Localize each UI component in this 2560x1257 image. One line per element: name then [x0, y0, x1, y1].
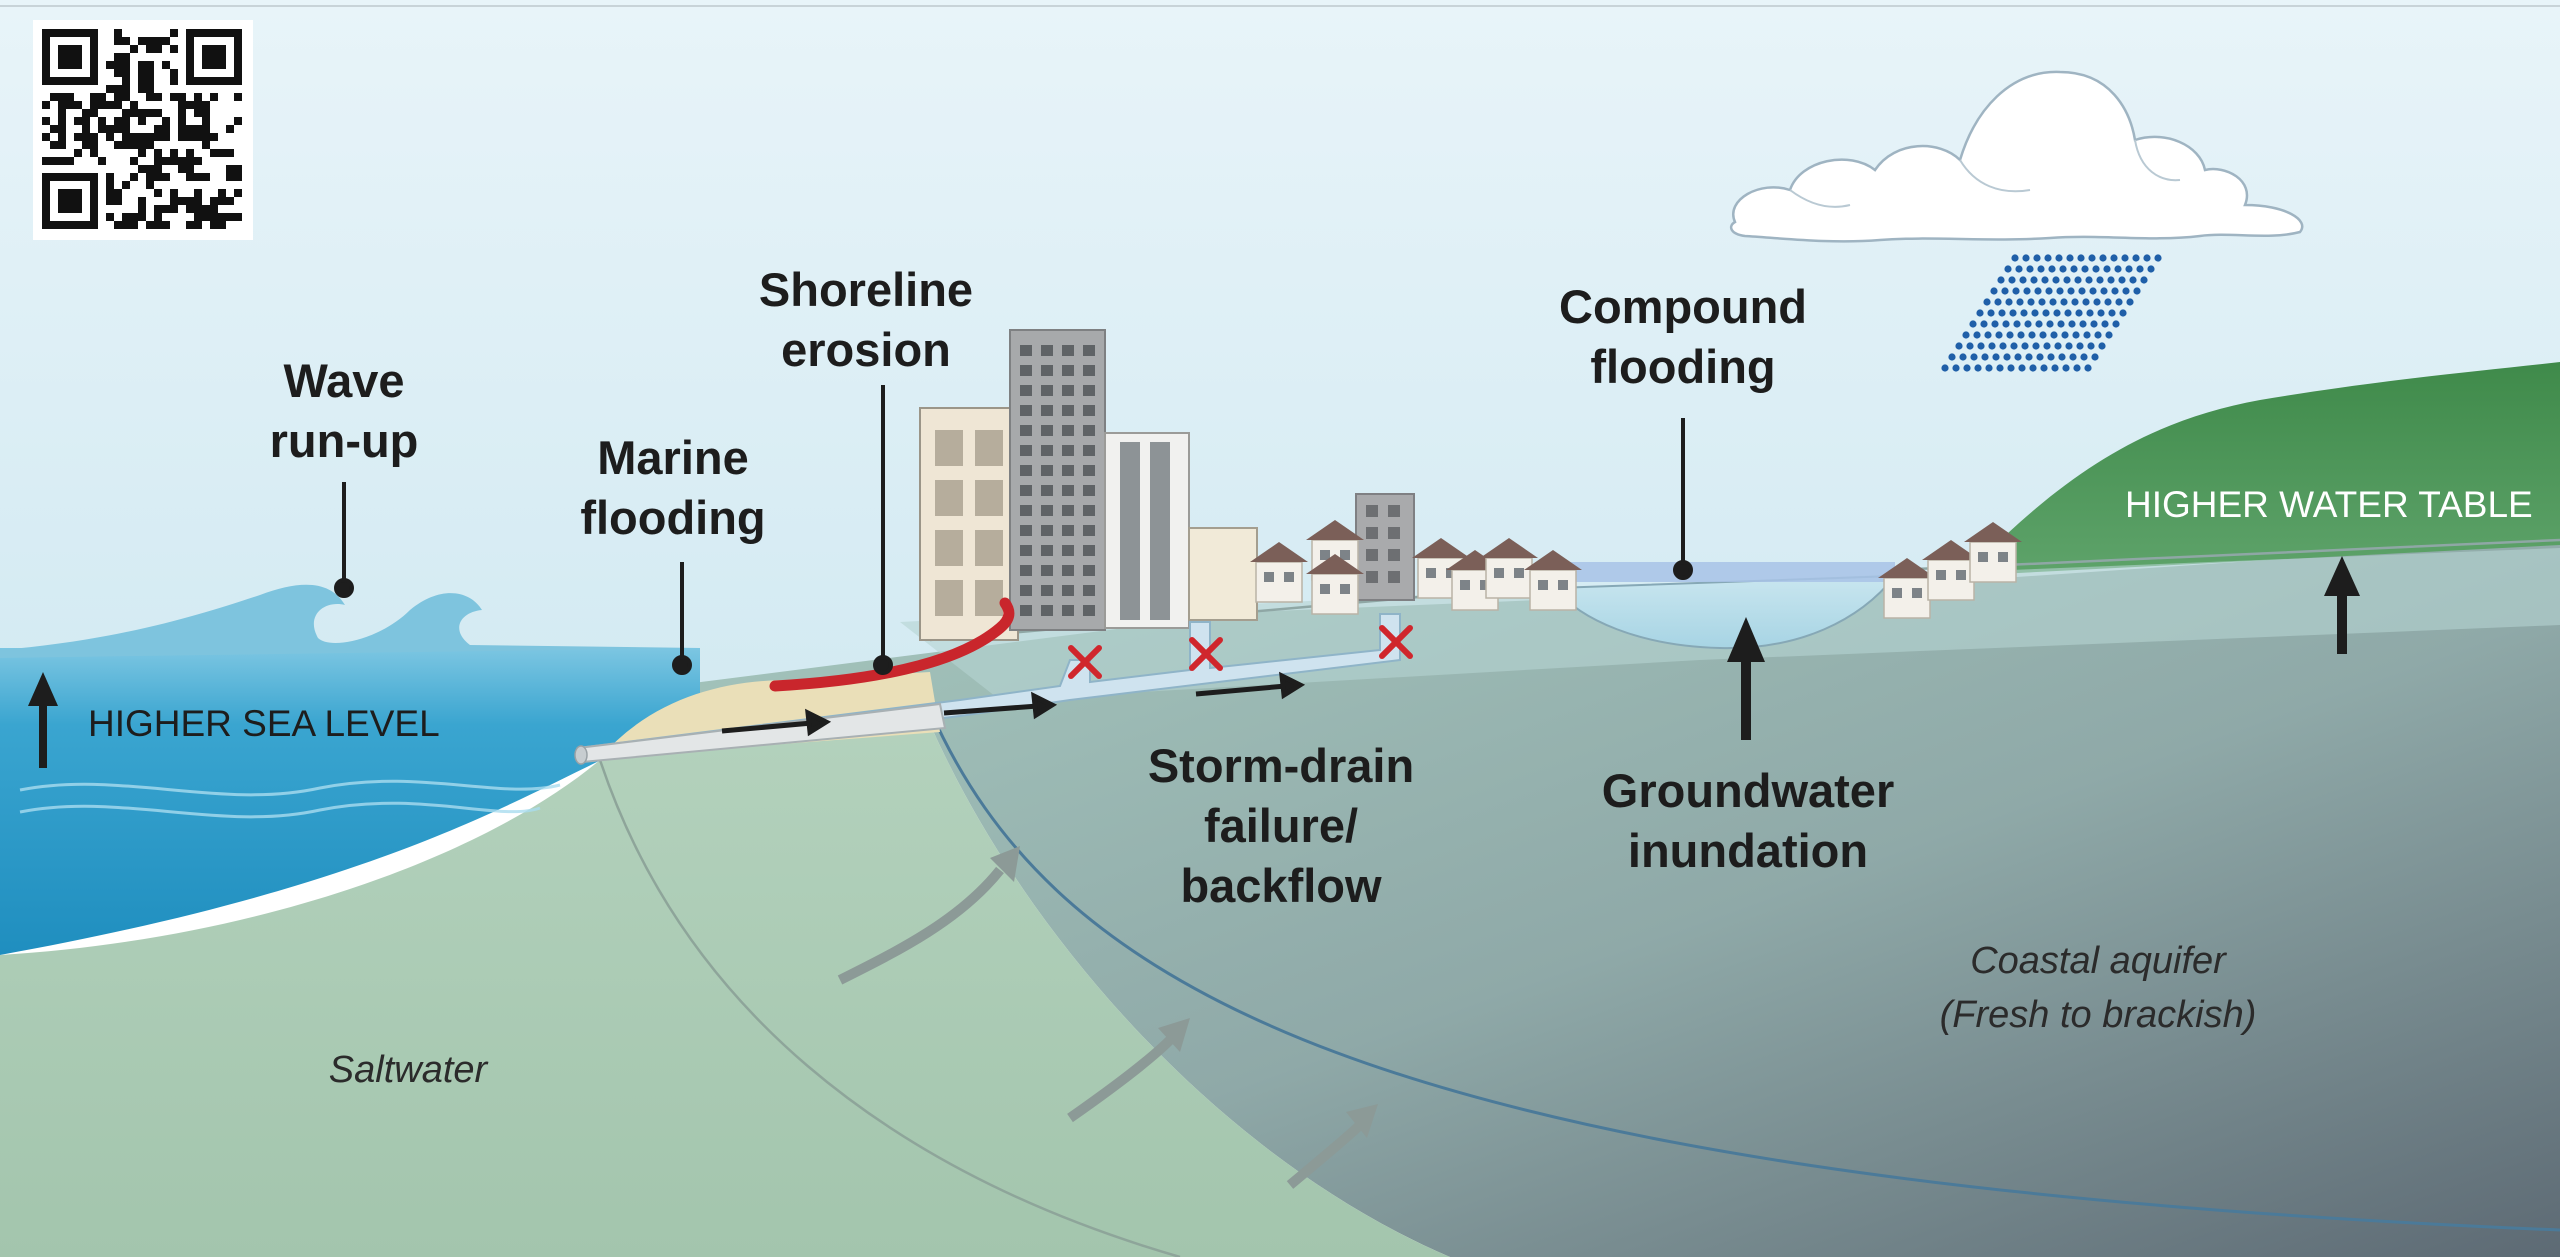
building-windows: [935, 345, 1400, 616]
leader-lines: [334, 385, 1693, 675]
house: [1964, 522, 2022, 583]
label-marine-flooding: Marine: [597, 431, 749, 484]
ocean-ripples: [19, 779, 561, 819]
coastal-aquifer-zone: [560, 540, 2560, 1257]
red-x-icon: [1068, 625, 1413, 679]
qr-code: [33, 20, 253, 240]
label-compound-flooding: Compound: [1559, 280, 1807, 333]
ocean: [0, 648, 700, 955]
houses: [1250, 520, 2022, 619]
label-wave-runup: Wave: [283, 354, 404, 407]
label-shoreline-erosion: Shoreline: [759, 263, 973, 316]
label-marine-flooding-2: flooding: [580, 491, 765, 544]
house: [1524, 550, 1582, 611]
house: [1878, 558, 1936, 619]
wave-crest: [0, 584, 700, 658]
house: [1480, 538, 1538, 599]
freshwater-saltwater-interface: [928, 709, 2560, 1232]
label-groundwater-2: inundation: [1628, 824, 1868, 877]
rain-drops: [1941, 254, 2162, 372]
label-higher-sea-level: HIGHER SEA LEVEL: [88, 703, 440, 744]
hill: [1980, 362, 2560, 575]
saltwater-zone: [0, 700, 1450, 1257]
backflow-arrows: [721, 671, 1306, 737]
house: [1922, 540, 1980, 601]
label-higher-water-table: HIGHER WATER TABLE: [2125, 484, 2533, 525]
up-arrow-icon: [28, 556, 2360, 768]
label-saltwater: Saltwater: [329, 1049, 489, 1091]
label-groundwater: Groundwater: [1602, 764, 1894, 817]
label-coastal-aquifer: Coastal aquifer: [1970, 940, 2227, 982]
label-coastal-aquifer-2: (Fresh to brackish): [1940, 994, 2257, 1036]
compound-flooding-surface: [1555, 562, 1895, 582]
shoreline-erosion-line: [769, 597, 1015, 692]
label-storm-drain-2: failure/: [1204, 799, 1358, 852]
label-wave-runup-2: run-up: [270, 414, 419, 467]
rain-cloud-icon: [1729, 70, 2304, 243]
label-compound-flooding-2: flooding: [1590, 340, 1775, 393]
seabed-curve: [598, 759, 1181, 1257]
house: [1250, 542, 1308, 603]
saltwater-intrusion-arrows: [837, 846, 1378, 1189]
label-storm-drain-3: backflow: [1180, 859, 1382, 912]
house: [1306, 554, 1364, 615]
label-storm-drain: Storm-drain: [1148, 739, 1414, 792]
label-shoreline-erosion-2: erosion: [781, 323, 951, 376]
compound-flooding-pool: [1553, 574, 1898, 650]
